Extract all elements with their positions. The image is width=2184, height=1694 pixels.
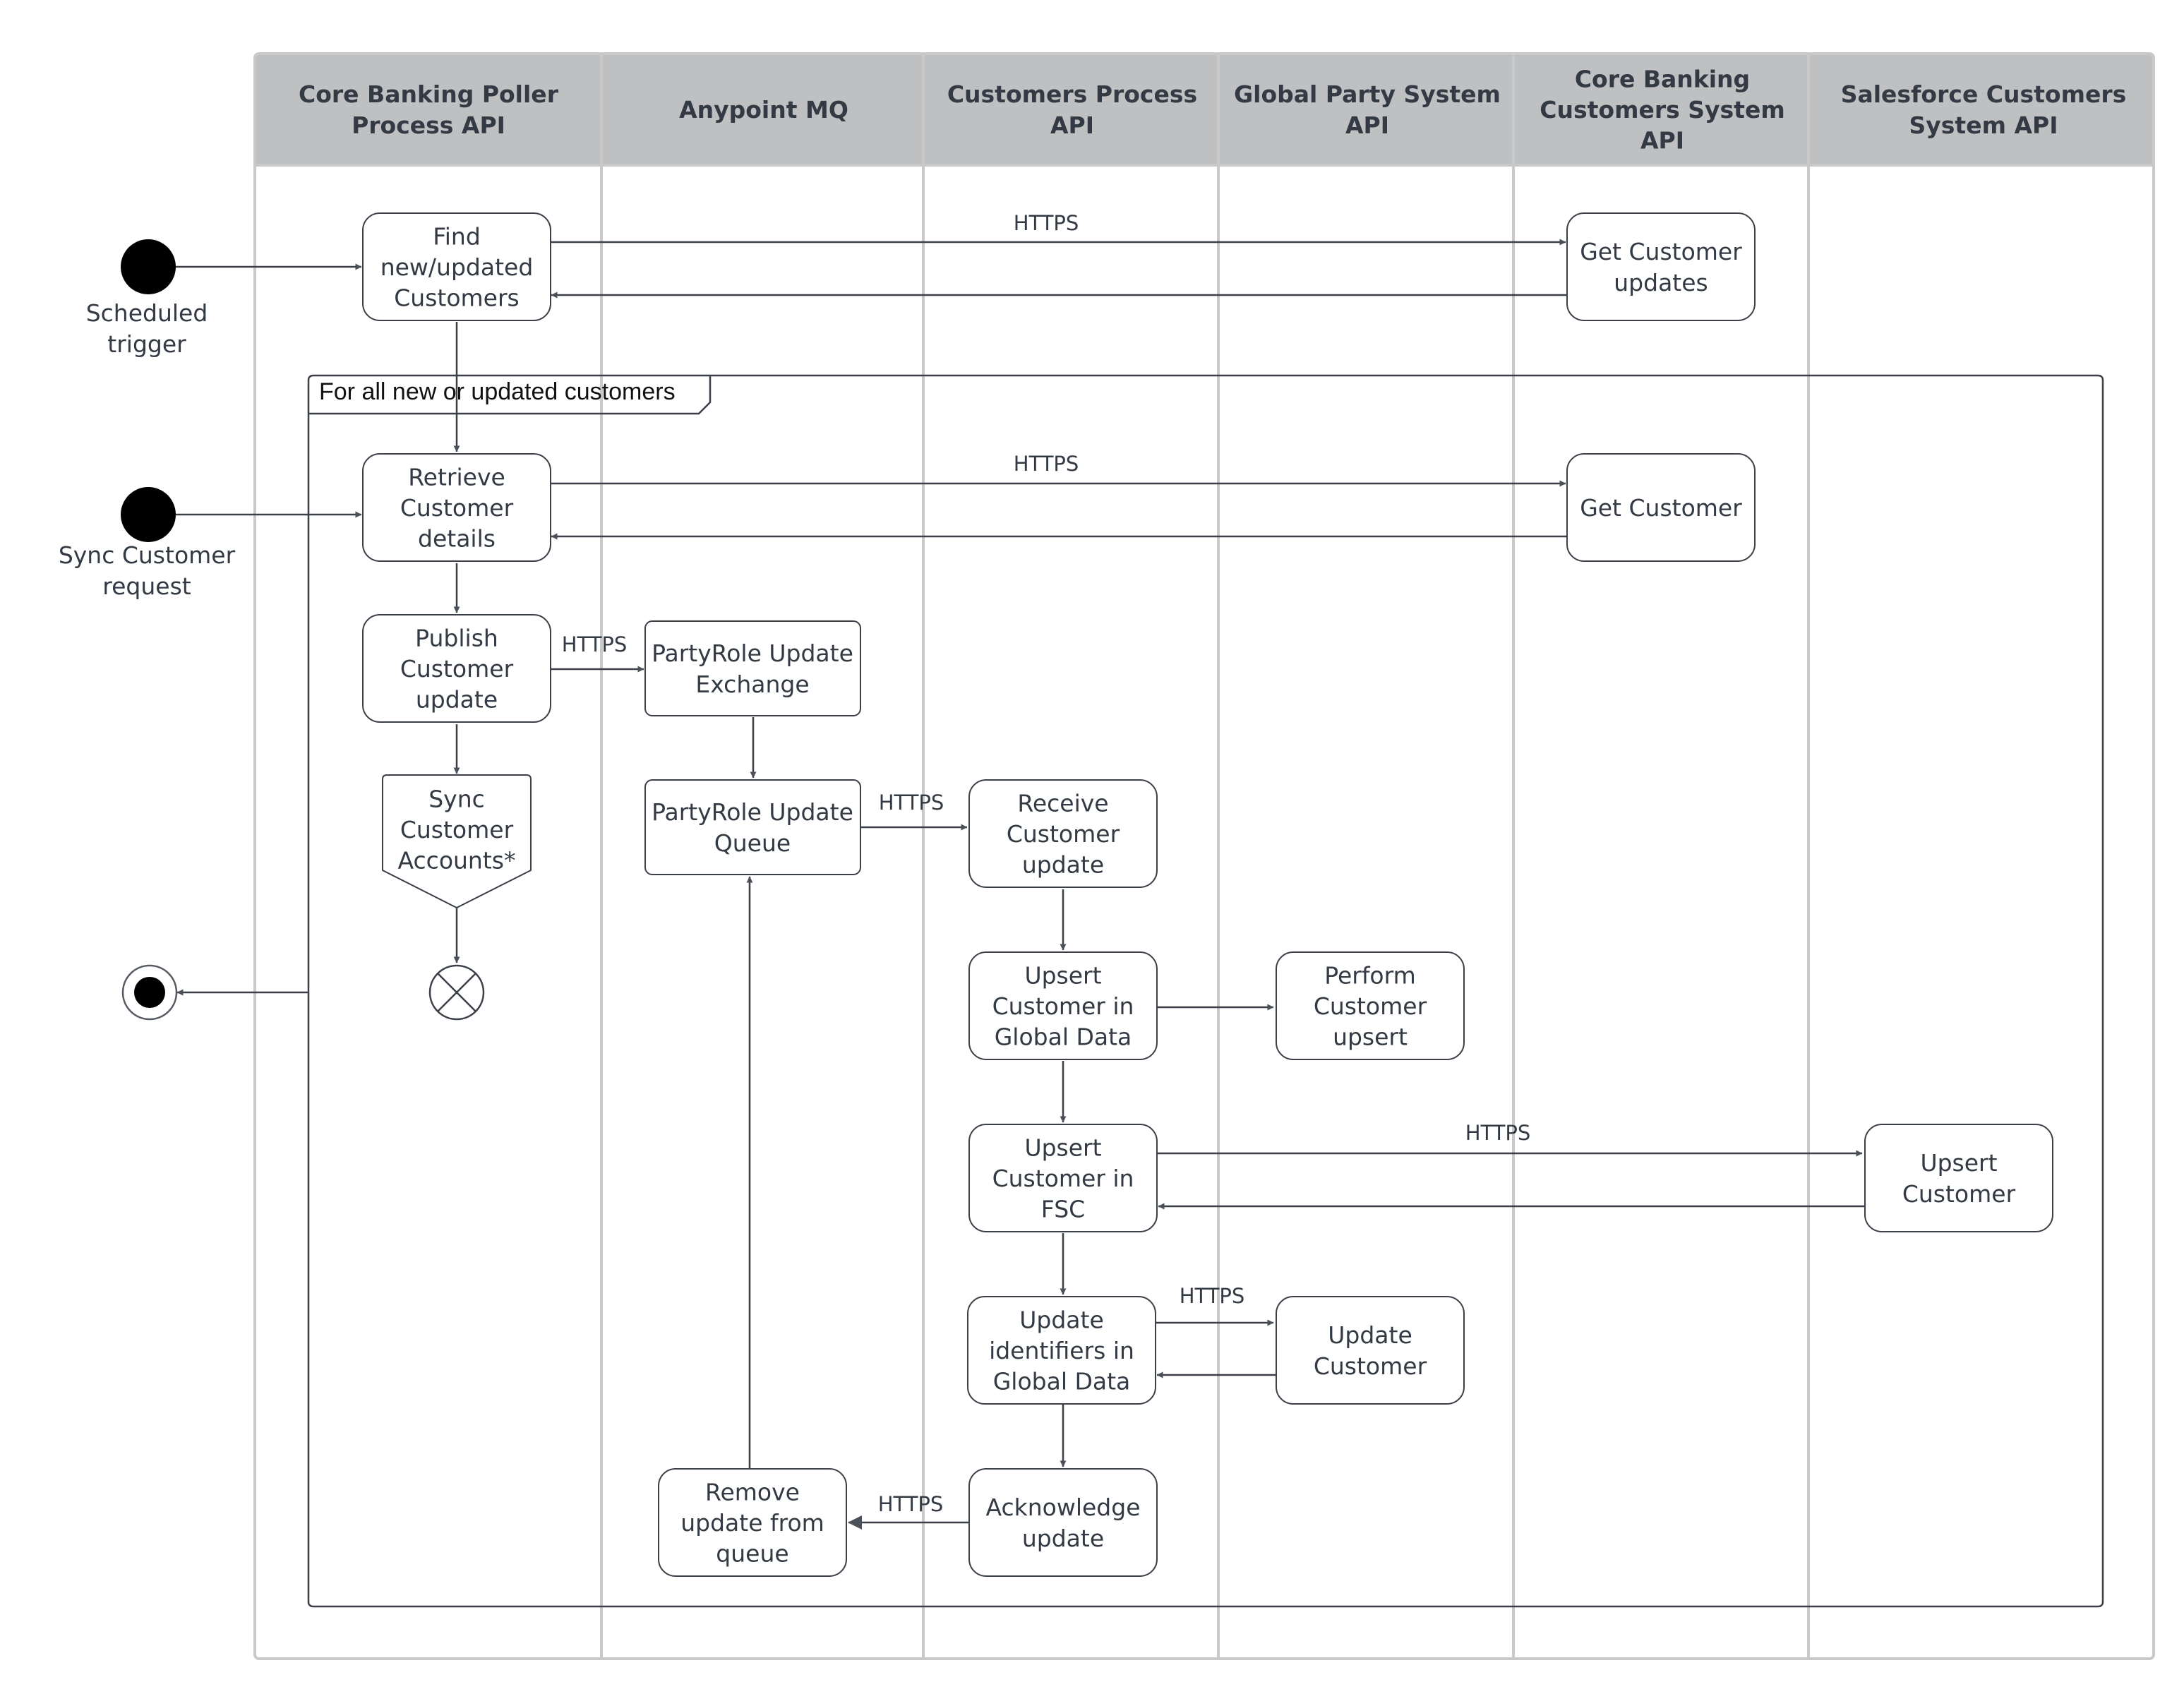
action-upsert-customer-in-fsc	[968, 1124, 1158, 1232]
action-upsert-customer	[1864, 1124, 2053, 1232]
edge-label-https: HTTPS	[562, 632, 628, 656]
action-get-customer-updates	[1566, 212, 1756, 321]
action-acknowledge-update	[968, 1468, 1158, 1577]
action-upsert-customer-in-global-data	[968, 951, 1158, 1060]
loop-frame-border	[307, 374, 2104, 1608]
action-publish-customer-update	[362, 614, 551, 723]
edge-label-https: HTTPS	[1014, 452, 1079, 476]
loop-frame-tab	[308, 376, 712, 415]
loop-frame-label: For all new or updated customers	[319, 378, 676, 405]
edge-labels: HTTPS HTTPS HTTPS HTTPS HTTPS HTTPS HTTP…	[562, 211, 1531, 1516]
lane-header-background	[255, 54, 2154, 165]
action-perform-customer-upsert	[1276, 951, 1465, 1060]
initial-node-scheduled	[121, 239, 176, 294]
object-partyrole-update-queue	[644, 779, 861, 875]
action-retrieve-customer-details	[362, 453, 551, 562]
action-update-identifiers-in-global-data	[967, 1296, 1156, 1405]
edge-label-https: HTTPS	[1014, 211, 1079, 235]
flow-final-cross	[437, 973, 476, 1012]
lane-outer-border	[253, 52, 2155, 1660]
object-partyrole-update-exchange	[644, 620, 861, 716]
action-update-customer	[1276, 1296, 1465, 1405]
edge-label-https: HTTPS	[1180, 1284, 1245, 1308]
lane-title-anypoint-mq: Anypoint MQ	[679, 96, 848, 124]
action-remove-update-from-queue	[658, 1468, 847, 1577]
action-label-get-customer: Get Customer	[1580, 494, 1742, 522]
loop-frame: For all new or updated customers	[307, 374, 2104, 1608]
edge-label-https: HTTPS	[1465, 1121, 1531, 1145]
action-get-customer	[1566, 453, 1756, 562]
call-behavior-sync-customer-accounts	[382, 774, 532, 909]
activity-final-node-inner	[134, 977, 165, 1008]
edges	[176, 239, 1865, 1530]
action-receive-customer-update	[968, 779, 1158, 888]
action-find-new-updated-customers	[362, 212, 551, 321]
edge-label-https: HTTPS	[879, 791, 944, 815]
initial-node-sync-request	[121, 487, 176, 542]
edge-label-https: HTTPS	[878, 1492, 944, 1516]
